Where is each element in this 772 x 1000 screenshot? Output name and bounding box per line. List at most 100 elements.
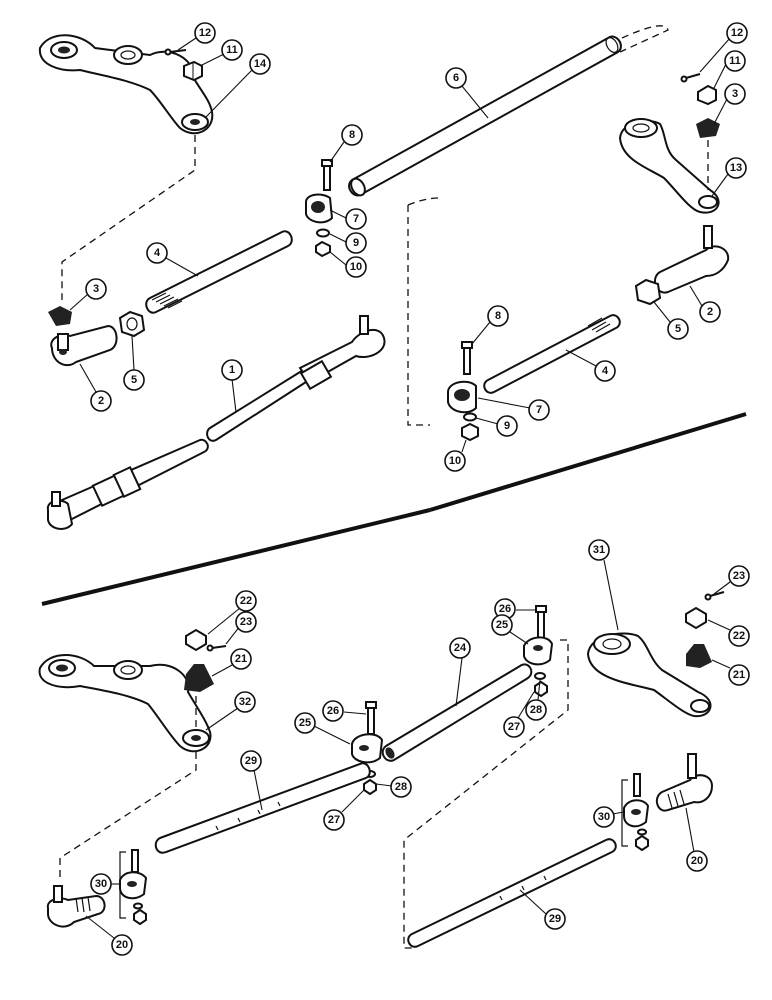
svg-text:8: 8 xyxy=(349,129,355,141)
callout-9-upper-right: 9 xyxy=(475,415,518,437)
svg-text:22: 22 xyxy=(240,595,252,607)
callout-32: 32 xyxy=(205,691,256,731)
svg-text:32: 32 xyxy=(239,696,251,708)
callout-8-upper-right: 8 xyxy=(471,305,509,345)
svg-text:29: 29 xyxy=(245,755,257,767)
callout-7-upper-right: 7 xyxy=(477,397,550,421)
adjusting-tube-lower-right xyxy=(407,838,617,948)
callout-30-lower-left: 30 xyxy=(90,873,120,895)
callout-25-lower-mid: 25 xyxy=(294,712,351,745)
svg-text:5: 5 xyxy=(675,323,681,335)
svg-text:29: 29 xyxy=(549,913,561,925)
svg-text:5: 5 xyxy=(131,374,137,386)
callout-14: 14 xyxy=(204,53,271,119)
nut-lower-right-a xyxy=(534,680,548,698)
bolt-lower-mid-clamp xyxy=(365,701,377,735)
callout-2-upper-right: 2 xyxy=(689,285,721,323)
svg-text:13: 13 xyxy=(730,162,742,174)
callout-27-lower-right: 27 xyxy=(503,691,535,738)
svg-text:11: 11 xyxy=(729,55,741,67)
callout-20-lower-left: 20 xyxy=(85,915,133,956)
cotter-pin-right xyxy=(680,73,701,83)
steering-arm-left xyxy=(38,34,214,135)
callout-1: 1 xyxy=(221,359,243,413)
callout-23-lower-left: 23 xyxy=(225,611,257,645)
svg-text:6: 6 xyxy=(453,72,459,84)
castle-nut-right xyxy=(697,84,717,106)
svg-text:9: 9 xyxy=(504,420,510,432)
svg-text:9: 9 xyxy=(353,237,359,249)
adjusting-tube-left xyxy=(145,230,293,314)
callout-26-lower-mid: 26 xyxy=(322,700,367,722)
callout-5-upper-left: 5 xyxy=(123,335,145,391)
svg-text:21: 21 xyxy=(235,653,247,665)
callout-11-upper-right: 11 xyxy=(713,50,746,89)
steering-arm-lower-right xyxy=(586,632,712,718)
svg-text:25: 25 xyxy=(496,619,508,631)
callout-5-upper-right: 5 xyxy=(653,301,689,340)
callout-22-lower-left: 22 xyxy=(207,590,257,635)
washer-upper-middle xyxy=(316,228,330,238)
svg-text:11: 11 xyxy=(226,44,238,56)
callout-6: 6 xyxy=(445,67,489,119)
callout-27-lower-mid: 27 xyxy=(323,789,365,831)
boot-lower-right xyxy=(686,644,712,668)
svg-text:10: 10 xyxy=(449,455,461,467)
steering-arm-lower-left xyxy=(38,654,212,753)
section-divider-right xyxy=(429,412,747,512)
svg-text:20: 20 xyxy=(116,939,128,951)
nut-upper-middle xyxy=(315,240,331,258)
nut-right-shaded xyxy=(696,118,720,138)
svg-text:4: 4 xyxy=(602,365,609,377)
washer-upper-right xyxy=(463,412,477,422)
bolt-lower-right-clamp xyxy=(535,605,547,639)
svg-text:4: 4 xyxy=(154,247,161,259)
tie-rod-end-lower-right xyxy=(655,753,714,812)
callout-29-lower-left: 29 xyxy=(240,750,263,811)
svg-text:20: 20 xyxy=(691,855,703,867)
svg-text:21: 21 xyxy=(733,669,745,681)
svg-text:23: 23 xyxy=(733,570,745,582)
tie-rod-end-right xyxy=(653,225,730,294)
callout-30-lower-right: 30 xyxy=(593,806,625,828)
svg-text:2: 2 xyxy=(98,395,104,407)
svg-text:8: 8 xyxy=(495,310,501,322)
callout-29-lower-right: 29 xyxy=(519,889,566,930)
nut-lower-mid xyxy=(363,778,377,796)
svg-text:7: 7 xyxy=(536,404,542,416)
svg-text:23: 23 xyxy=(240,616,252,628)
svg-text:22: 22 xyxy=(733,630,745,642)
callout-26-lower-right: 26 xyxy=(494,598,536,620)
jam-nut-left xyxy=(118,310,146,338)
svg-text:26: 26 xyxy=(499,603,511,615)
adjusting-tube-right xyxy=(483,314,621,394)
tie-rod-end-left xyxy=(50,324,118,367)
svg-text:12: 12 xyxy=(199,27,211,39)
svg-text:26: 26 xyxy=(327,705,339,717)
callout-28-lower-mid: 28 xyxy=(375,776,412,798)
callout-23-lower-right: 23 xyxy=(713,565,750,595)
tube-center-lower xyxy=(381,663,533,762)
callout-10-upper-middle: 10 xyxy=(329,251,367,278)
tie-rod-assembly xyxy=(46,315,386,530)
svg-text:28: 28 xyxy=(530,704,542,716)
clamp-lower-mid xyxy=(351,733,384,764)
callout-24: 24 xyxy=(449,637,471,707)
tube-center-upper xyxy=(348,35,622,197)
callout-7-upper-middle: 7 xyxy=(329,208,367,230)
nut-left-shaded xyxy=(48,306,72,326)
washer-lower-right-a xyxy=(534,672,546,680)
callout-9-upper-middle: 9 xyxy=(329,232,367,254)
steering-arm-right xyxy=(618,118,720,214)
svg-text:10: 10 xyxy=(350,261,362,273)
callout-31: 31 xyxy=(588,539,619,631)
cotter-pin-left xyxy=(164,48,187,56)
callout-8-upper-middle: 8 xyxy=(329,124,363,163)
svg-text:12: 12 xyxy=(731,27,743,39)
clamp-upper-middle xyxy=(305,193,334,224)
tie-rod-end-lower-left xyxy=(46,885,106,928)
cotter-pin-lower-right xyxy=(704,591,725,601)
callout-13: 13 xyxy=(711,157,747,197)
svg-text:14: 14 xyxy=(254,58,267,70)
